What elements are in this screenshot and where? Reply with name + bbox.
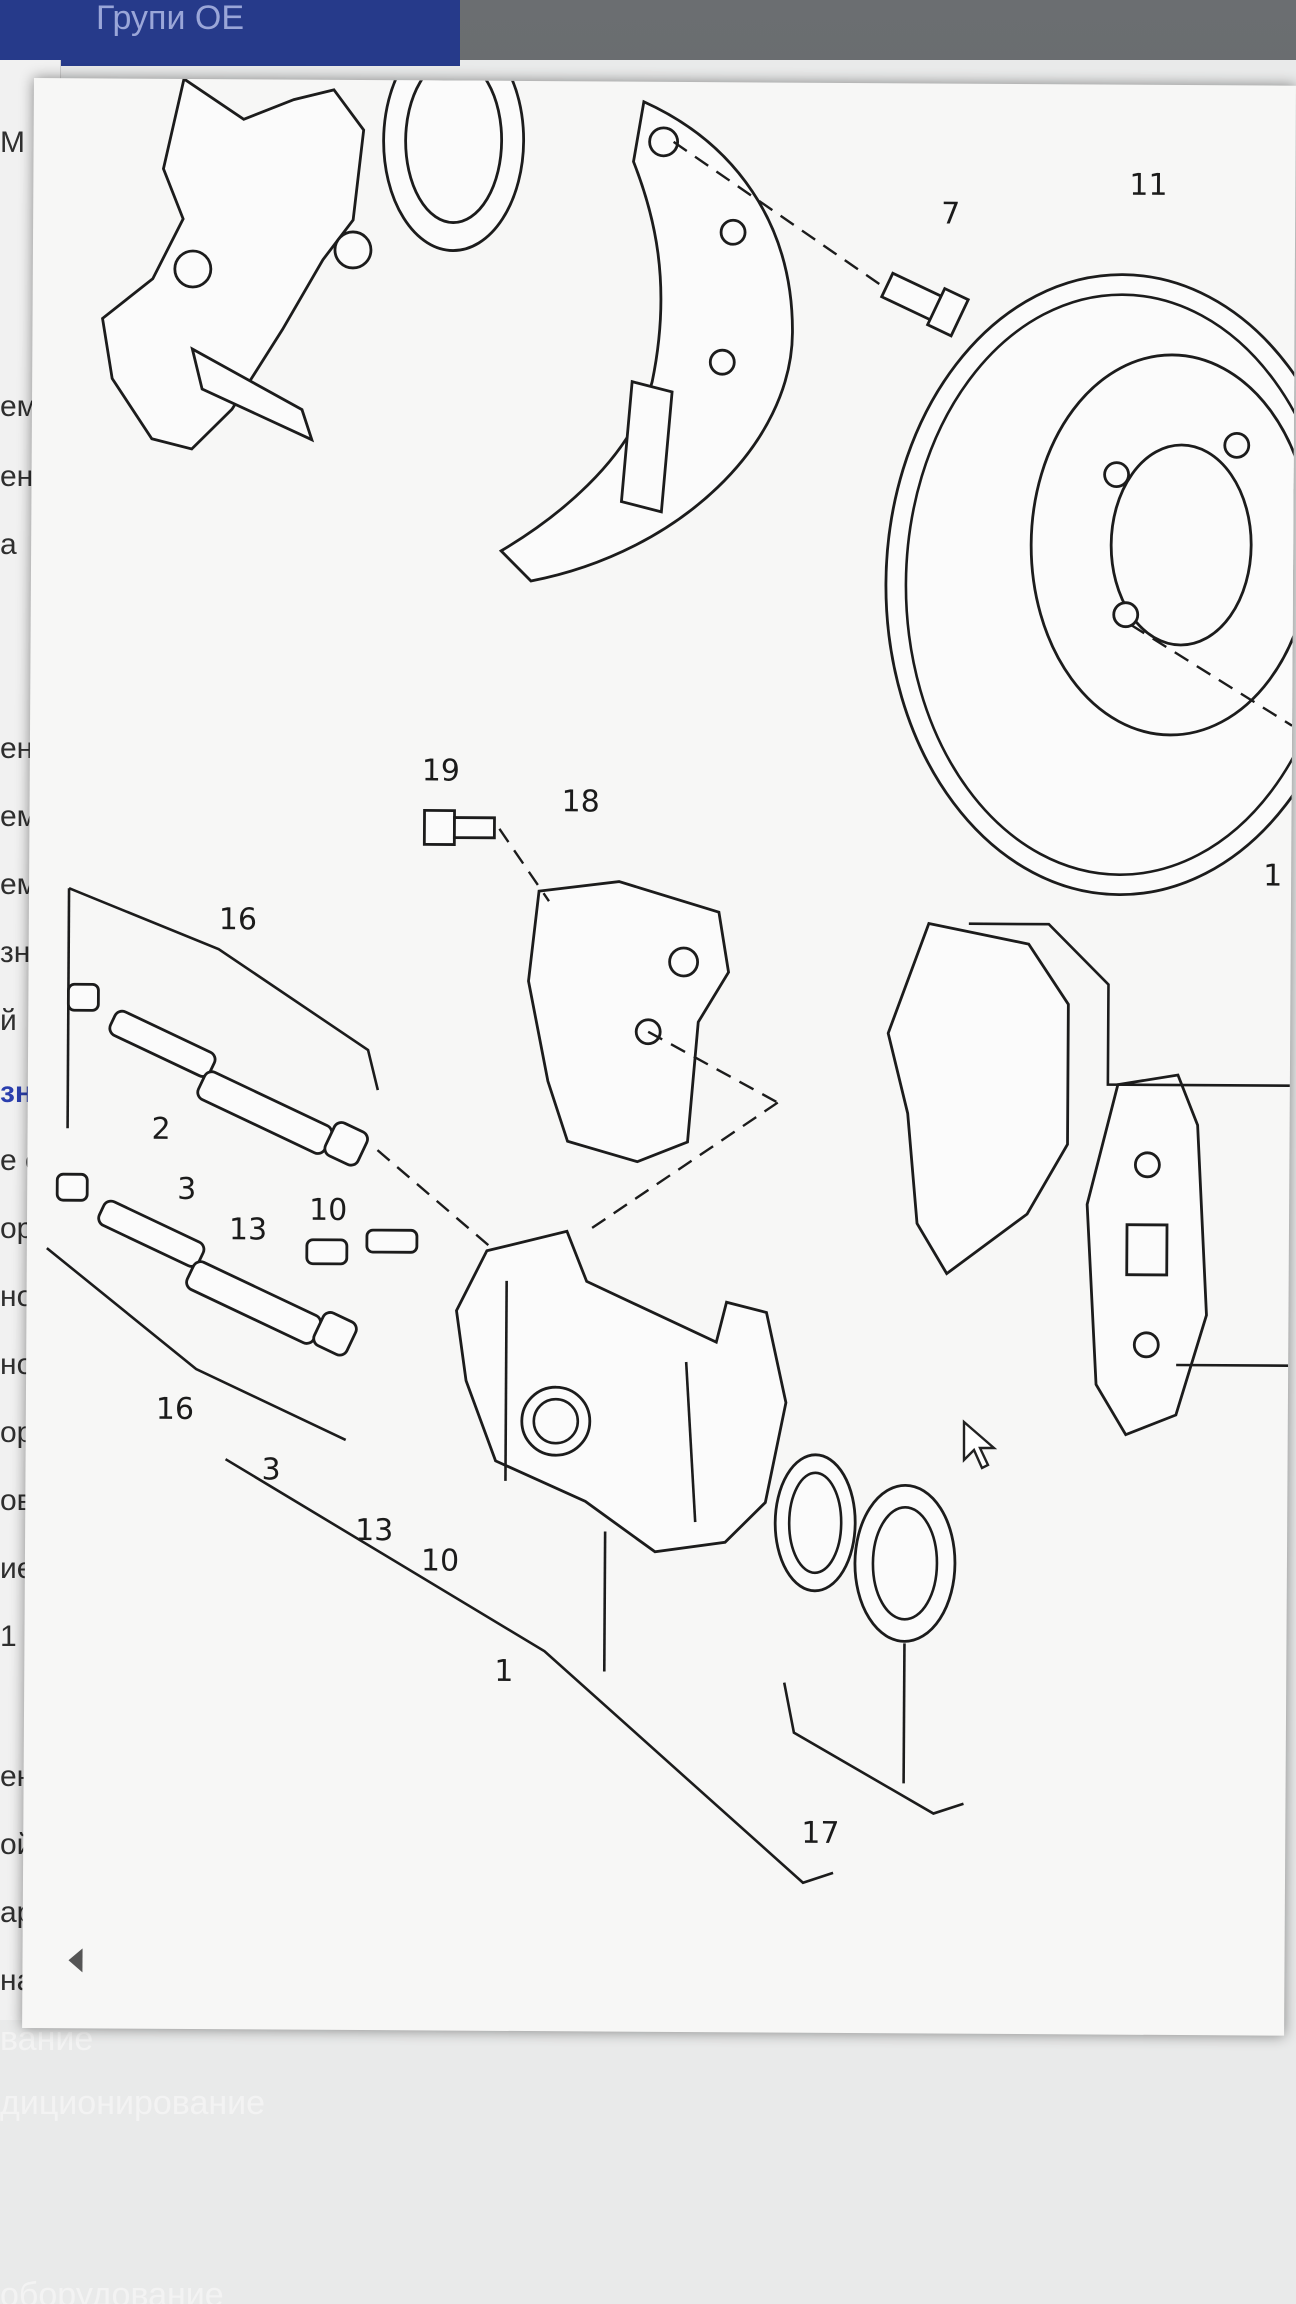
part-label: 7	[941, 197, 960, 232]
brake-caliper-1	[455, 1229, 788, 1554]
part-label: 16	[156, 1392, 194, 1427]
part-label: 3	[177, 1172, 196, 1207]
part-label: 1	[1263, 859, 1282, 894]
oe-groups-tab[interactable]: Групи ОЕ	[0, 0, 460, 66]
sidebar-item[interactable]: ен	[0, 460, 34, 493]
sidebar-item[interactable]: й	[0, 1004, 17, 1037]
part-label: 13	[355, 1513, 393, 1548]
part-label: 18	[561, 784, 599, 819]
caliper-carrier-18	[527, 880, 731, 1164]
bleed-valve	[305, 1228, 419, 1266]
brake-assembly-diagram: 7 11 19	[46, 78, 1296, 1885]
part-label: 1	[494, 1654, 513, 1689]
menu-item[interactable]: диционирование	[0, 2084, 266, 2122]
mouse-pointer-icon	[962, 1419, 998, 1470]
part-label: 10	[421, 1543, 459, 1578]
menu-item[interactable]: оборудование	[0, 2276, 224, 2304]
bolt-19	[422, 808, 496, 846]
sidebar-item[interactable]: а	[0, 528, 17, 561]
brake-pads	[886, 921, 1290, 1437]
wheel-hub-knuckle	[101, 78, 526, 451]
brake-dust-shield	[498, 99, 794, 583]
part-label: 3	[261, 1452, 280, 1487]
part-label: 10	[309, 1193, 347, 1228]
part-label: 19	[422, 753, 460, 788]
sidebar-item[interactable]: М	[0, 126, 25, 159]
part-label: 16	[219, 902, 257, 937]
piston-seal-kit-17	[773, 1453, 957, 1643]
part-label: 17	[801, 1816, 839, 1851]
guide-pins-set-16	[46, 887, 380, 1442]
sidebar-item[interactable]: зн	[0, 936, 31, 969]
brake-disc	[884, 273, 1296, 897]
bolt-7	[879, 271, 971, 338]
part-label: 13	[229, 1212, 267, 1247]
chevron-left-icon[interactable]	[68, 1948, 83, 1973]
oe-groups-tab-label: Групи ОЕ	[96, 0, 245, 37]
part-label: 2	[151, 1112, 170, 1147]
parts-diagram-popup[interactable]: 7 11 19	[22, 78, 1296, 2036]
part-label: 11	[1129, 168, 1167, 203]
